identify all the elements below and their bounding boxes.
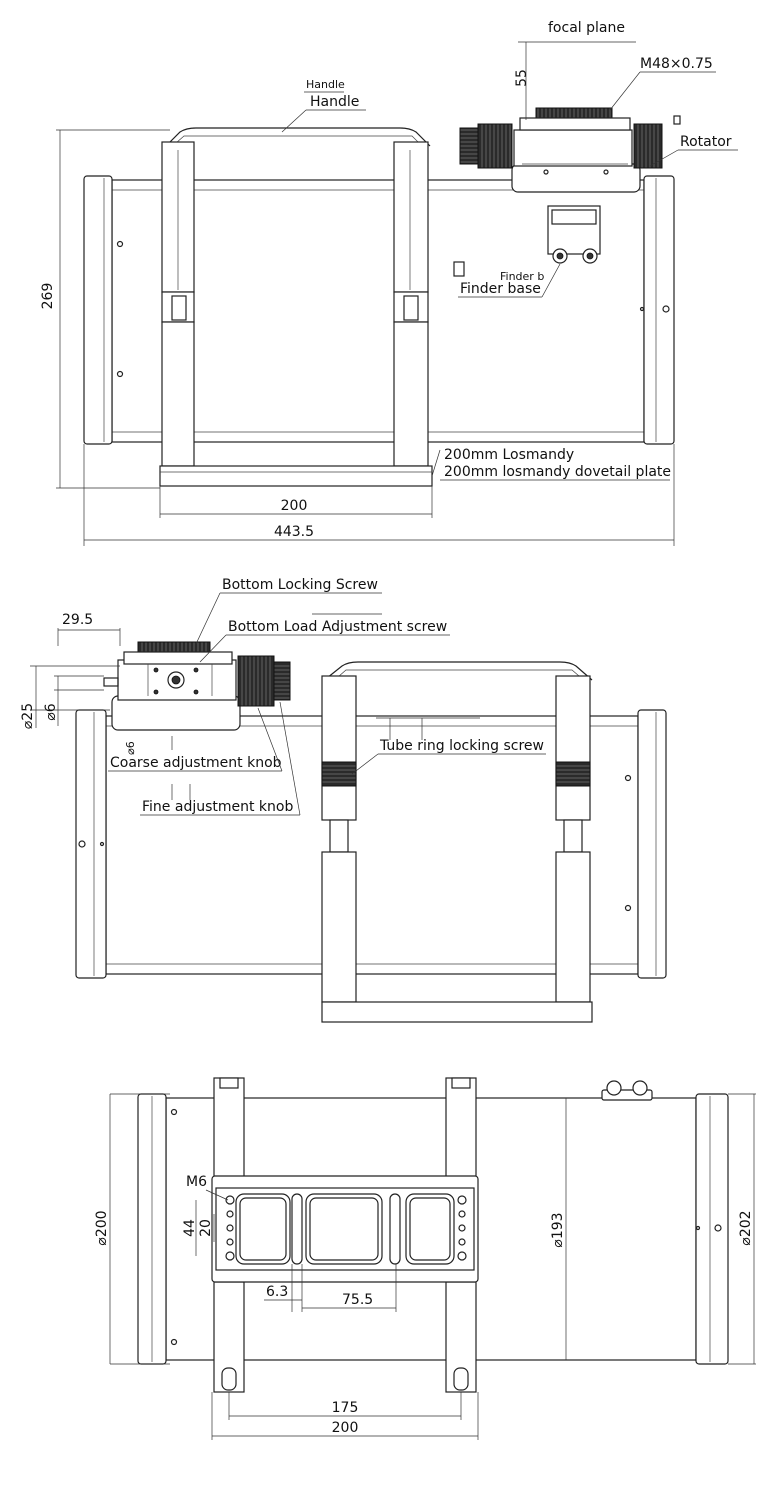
dim-29-5: 29.5 — [62, 612, 93, 628]
label-bottom-locking-screw: Bottom Locking Screw — [222, 577, 378, 593]
label-bottom-load-screw: Bottom Load Adjustment screw — [228, 619, 447, 635]
dim-200-top: 200 — [281, 498, 308, 514]
handle-shape — [161, 127, 431, 151]
rotator-base-2 — [111, 695, 241, 731]
view-side-1: focal plane 55 M48×0.75 Handle Handle Ro… — [40, 20, 738, 546]
dim-75-5: 75.5 — [342, 1292, 373, 1308]
dim-175: 175 — [332, 1400, 359, 1416]
dim-20: 20 — [198, 1219, 214, 1237]
fine-knob — [273, 661, 291, 701]
dim-25: ⌀25 — [20, 703, 36, 729]
dim-55: 55 — [514, 69, 530, 87]
handle-shape-2 — [321, 661, 593, 683]
label-handle: Handle — [310, 94, 359, 110]
label-tube-ring-screw: Tube ring locking screw — [379, 738, 544, 754]
coarse-knob — [237, 655, 275, 707]
label-finder-base: Finder base — [460, 281, 541, 297]
dim-443: 443.5 — [274, 524, 314, 540]
label-fine-knob: Fine adjustment knob — [142, 799, 293, 815]
focuser-body — [513, 129, 633, 167]
dim-6-3: 6.3 — [266, 1284, 288, 1300]
dim-193: ⌀193 — [550, 1212, 566, 1247]
ring-right-top — [393, 141, 429, 293]
ring-lock-screw-right — [555, 761, 591, 787]
rear-cap — [643, 175, 675, 445]
rotator-base — [511, 163, 641, 193]
view-side-2: Bottom Locking Screw Bottom Load Adjustm… — [20, 577, 667, 1023]
dim-269: 269 — [40, 283, 56, 310]
label-finder-small: Finder b — [500, 270, 544, 283]
dovetail-plate — [159, 465, 433, 487]
label-focal-plane: focal plane — [548, 20, 625, 36]
focuser-knob-right — [633, 123, 663, 169]
dim-200-bottom: 200 — [332, 1420, 359, 1436]
ring-lock-screw-left — [321, 761, 357, 787]
label-losmandy: 200mm losmandy dovetail plate — [444, 464, 671, 480]
label-m48: M48×0.75 — [640, 56, 713, 72]
dim-6b: ⌀6 — [124, 741, 137, 755]
focuser-knob-left — [477, 123, 513, 169]
front-cap — [83, 175, 113, 445]
label-m6: M6 — [186, 1174, 207, 1190]
dim-6: ⌀6 — [43, 703, 59, 720]
dim-44: 44 — [182, 1219, 198, 1237]
dim-202: ⌀202 — [738, 1210, 754, 1245]
view-bottom: M6 44 20 6.3 75.5 ⌀200 ⌀193 ⌀202 175 200 — [94, 1077, 756, 1440]
label-rotator: Rotator — [680, 134, 732, 150]
label-losmandy-small: 200mm Losmandy — [444, 447, 574, 463]
label-coarse-knob: Coarse adjustment knob — [110, 755, 282, 771]
dim-200-dia: ⌀200 — [94, 1210, 110, 1245]
label-handle-small: Handle — [306, 78, 345, 91]
